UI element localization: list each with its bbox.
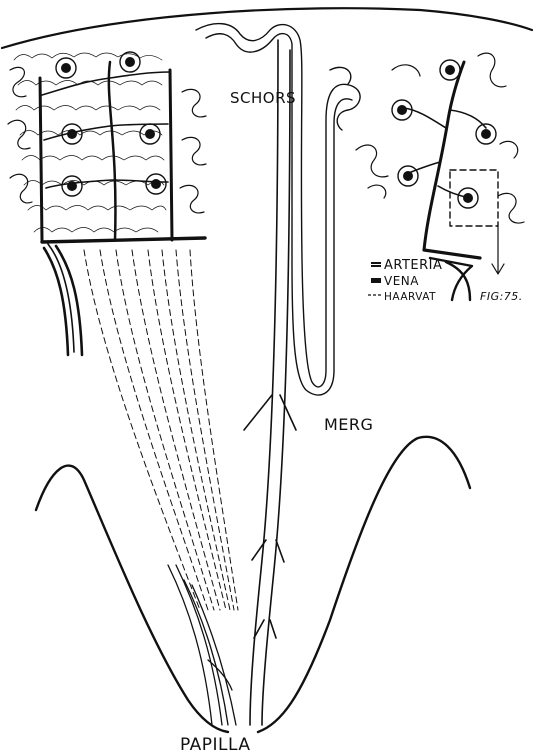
renal-pyramid-outline <box>36 466 228 732</box>
capillary-bundle <box>84 250 238 610</box>
magnification-box <box>450 170 498 226</box>
cortex-tissue <box>14 53 166 232</box>
glomerulus-icon <box>458 188 478 208</box>
vein-line-icon <box>371 278 381 283</box>
legend-vein-label: VENA <box>384 274 419 288</box>
legend-capillary-label: HAARVAT <box>384 291 436 303</box>
collecting-duct-center <box>244 40 296 725</box>
glomeruli-right <box>392 60 496 208</box>
legend-artery-label: ARTERIA <box>384 258 442 273</box>
magnification-arrow <box>492 226 504 274</box>
glomerulus-icon <box>62 176 82 196</box>
glomerulus-icon <box>440 60 460 80</box>
glomerulus-icon <box>392 100 412 120</box>
legend: ARTERIA VENA HAARVAT <box>368 258 442 303</box>
label-papilla: PAPILLA <box>180 735 251 755</box>
glomerulus-icon <box>398 166 418 186</box>
label-figure: FIG:75. <box>480 290 523 303</box>
renal-pyramid-outline-right <box>258 437 470 732</box>
glomerulus-icon <box>120 52 140 72</box>
kidney-capsule <box>2 8 532 48</box>
label-medulla: MERG <box>324 415 373 434</box>
label-cortex: SCHORS <box>230 89 296 107</box>
glomerulus-icon <box>56 58 76 78</box>
